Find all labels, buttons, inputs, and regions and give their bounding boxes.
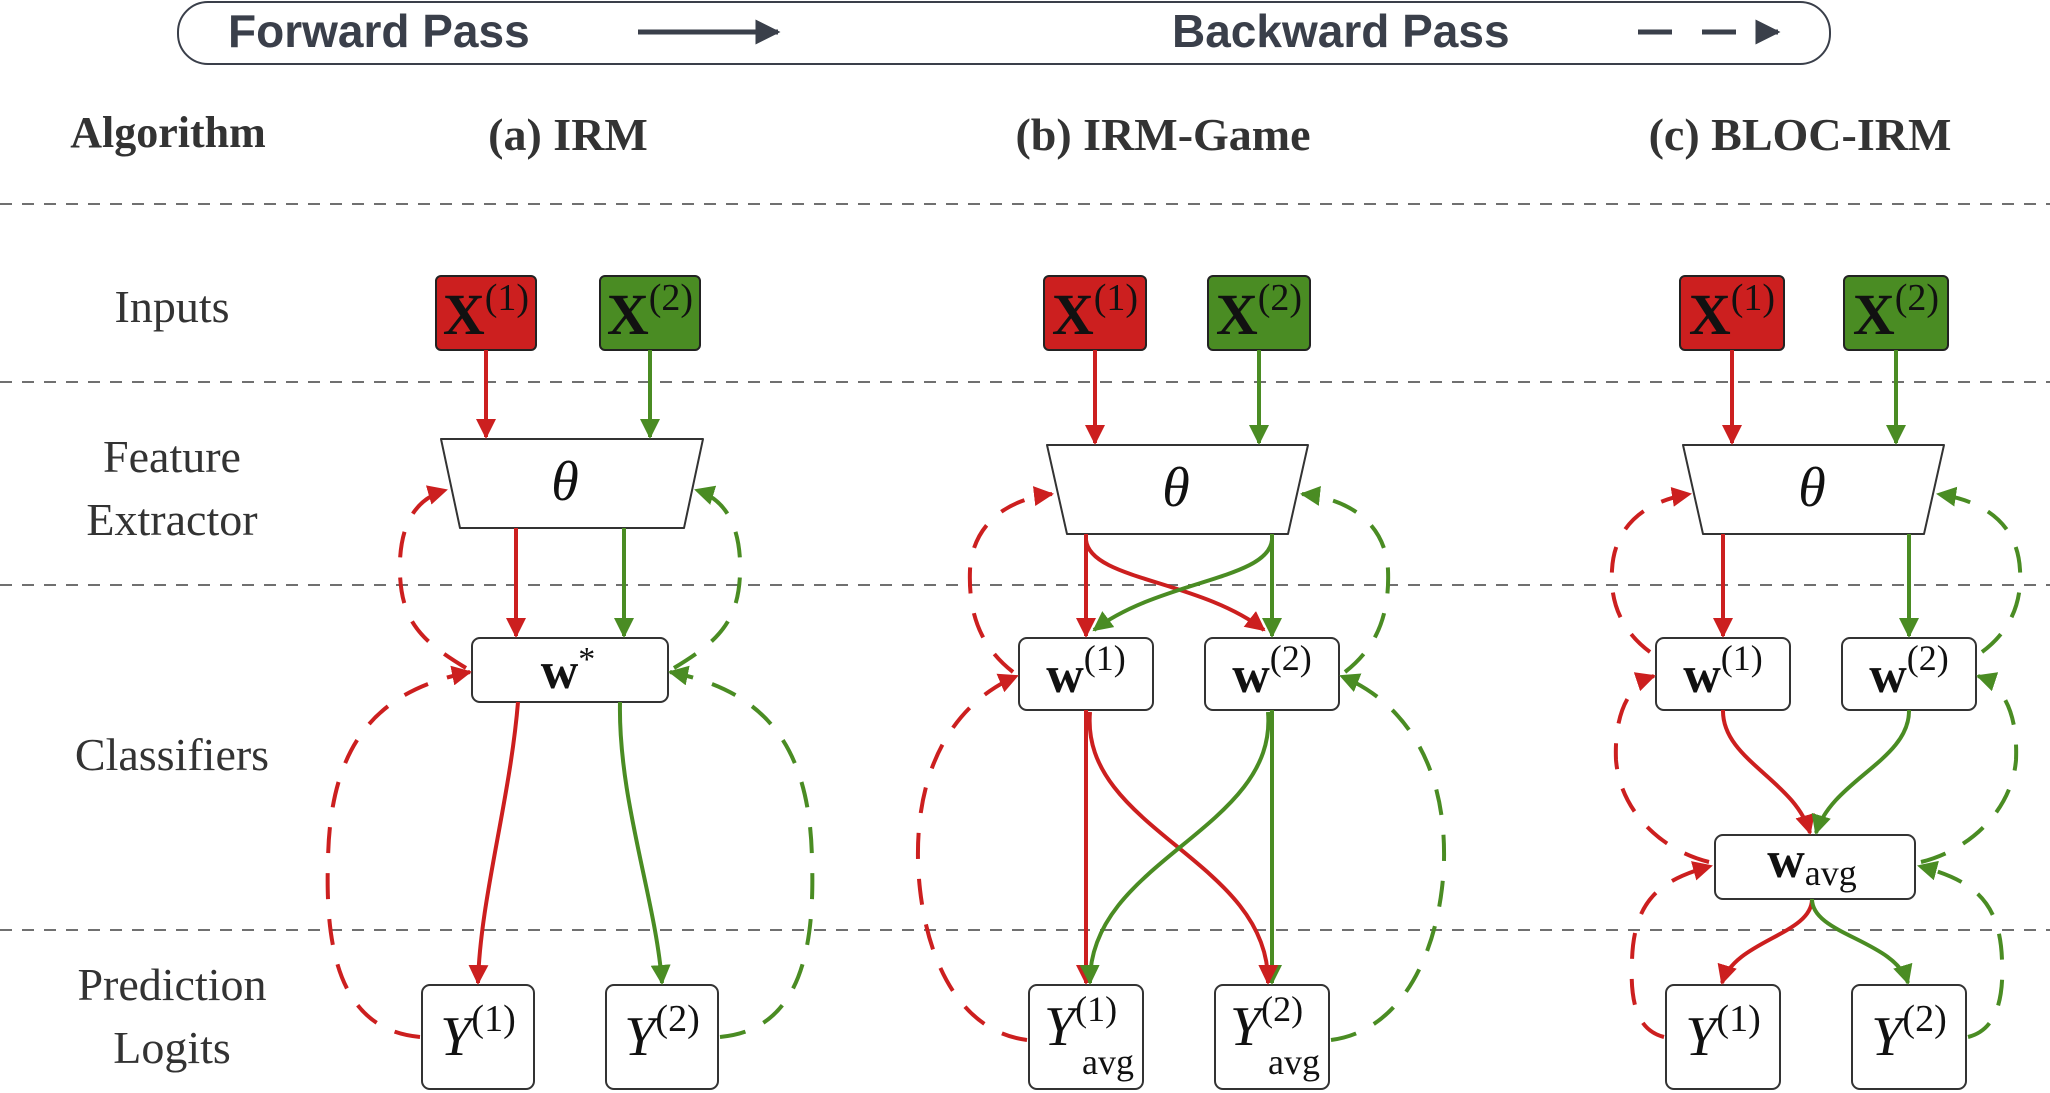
backward-arrow-env1 [967, 486, 1054, 674]
legend-frame [177, 1, 1831, 65]
row-label-extractor: Extractor [86, 494, 257, 545]
forward-arrow-env1 [1087, 711, 1279, 985]
backward-arrow-env2 [672, 485, 743, 670]
forward-pass-label: Forward Pass [228, 5, 530, 57]
backward-arrow-env2 [668, 665, 815, 1039]
backward-arrow-env2 [1330, 673, 1447, 1042]
prediction-y1-avg [1028, 984, 1144, 1090]
backward-arrow-env1 [1609, 486, 1692, 654]
y2-avg-subscript: avg [1268, 1042, 1320, 1082]
classifier-w-avg [1714, 834, 1916, 900]
backward-pass-label: Backward Pass [1172, 5, 1510, 57]
forward-arrow-env1 [1720, 709, 1815, 835]
forward-arrow-env2 [1811, 709, 1912, 835]
forward-arrow-env2 [1079, 711, 1271, 985]
input-x2-label: X(2) [1216, 277, 1302, 347]
panel-irm: X(1) X(2) θ w* Y(1) Y(2) [325, 275, 815, 1090]
row-label-classifiers: Classifiers [75, 729, 269, 780]
row-label-prediction: Prediction [77, 959, 266, 1010]
backward-arrow-env2 [1300, 485, 1391, 674]
input-x2-label: X(2) [1853, 277, 1939, 347]
theta-label: θ [551, 451, 579, 513]
backward-arrow-env1 [1613, 672, 1710, 864]
row-labels: Inputs Feature Extractor Classifiers Pre… [75, 281, 269, 1073]
forward-arrow-env2 [1810, 898, 1913, 985]
forward-arrow-env2 [1092, 539, 1274, 632]
classifier-w-star [471, 637, 669, 703]
w2-label: w(2) [1232, 638, 1312, 704]
y1-label: Y(1) [440, 998, 515, 1068]
theta-label: θ [1162, 457, 1190, 519]
input-x1-label: X(1) [1689, 277, 1775, 347]
panel-bloc-irm: X(1) X(2) θ w(1) w(2) wavg Y(1) Y(2) [1609, 275, 2023, 1090]
forward-arrow-env1 [1084, 539, 1266, 632]
legend: Forward Pass Backward Pass [177, 1, 1831, 65]
input-x1-label: X(1) [1052, 277, 1138, 347]
prediction-y1 [421, 984, 535, 1090]
y1-label: Y(1) [1685, 998, 1760, 1068]
y2-label: Y(2) [624, 998, 699, 1068]
w2-label: w(2) [1869, 638, 1949, 704]
row-label-logits: Logits [113, 1022, 231, 1073]
prediction-y2 [1851, 984, 1967, 1090]
algorithm-header: Algorithm [70, 108, 266, 157]
backward-arrow-env1 [325, 665, 472, 1039]
forward-arrow-env2 [617, 701, 671, 985]
forward-arrow-env1 [468, 701, 520, 985]
w-avg-label: wavg [1767, 832, 1857, 893]
forward-arrow-env1 [1717, 898, 1814, 985]
column-header-irm-game: (b) IRM-Game [1015, 109, 1310, 160]
row-separators [0, 203, 2050, 931]
backward-arrow-env2 [1920, 672, 2019, 864]
w-star-label: w* [541, 641, 596, 700]
backward-arrow-env1 [1629, 861, 1713, 1039]
y2-label: Y(2) [1871, 998, 1946, 1068]
backward-arrow-env2 [1917, 860, 2005, 1039]
backward-arrow-env1 [397, 485, 468, 670]
column-header-bloc-irm: (c) BLOC-IRM [1649, 109, 1952, 160]
prediction-y1 [1665, 984, 1781, 1090]
prediction-y2-avg [1214, 984, 1330, 1090]
y1-avg-subscript: avg [1082, 1042, 1134, 1082]
input-x2-label: X(2) [607, 277, 693, 347]
feature-extractor-trapezoid [440, 438, 704, 529]
feature-extractor-trapezoid [1682, 444, 1945, 535]
backward-arrow-env2 [1936, 486, 2023, 654]
theta-label: θ [1798, 457, 1826, 519]
w1-label: w(1) [1046, 638, 1126, 704]
column-headers: Algorithm (a) IRM (b) IRM-Game (c) BLOC-… [70, 108, 1951, 160]
panel-irm-game: X(1) X(2) θ w(1) w(2) Y(1) avg Y(2) avg [915, 275, 1447, 1090]
column-header-irm: (a) IRM [488, 109, 648, 160]
feature-extractor-trapezoid [1046, 444, 1309, 535]
w1-label: w(1) [1683, 638, 1763, 704]
input-x1-label: X(1) [443, 277, 529, 347]
prediction-y2 [605, 984, 719, 1090]
y1-avg-label: Y(1) [1044, 989, 1117, 1058]
backward-arrow-env1 [915, 673, 1028, 1042]
row-label-feature: Feature [103, 431, 241, 482]
row-label-inputs: Inputs [115, 281, 230, 332]
y2-avg-label: Y(2) [1230, 989, 1303, 1058]
